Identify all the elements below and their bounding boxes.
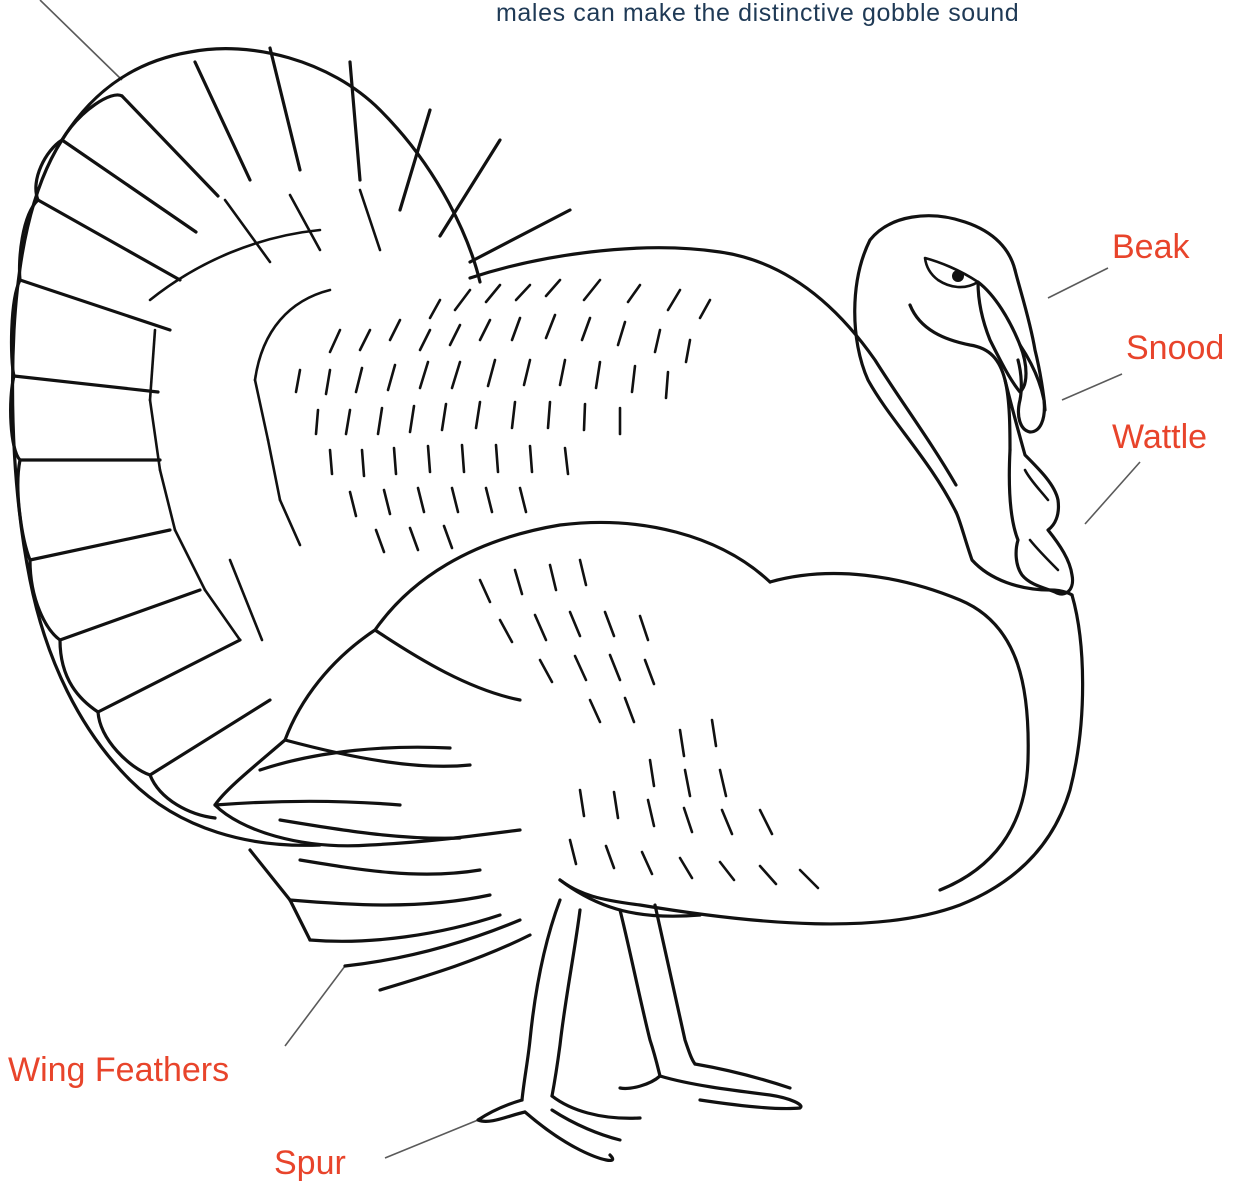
tail-inner-feathers — [150, 190, 380, 640]
label-snood: Snood — [1126, 331, 1224, 365]
leg-right — [620, 910, 660, 1076]
eye — [925, 258, 978, 287]
tail-outer-edge — [13, 49, 480, 846]
label-beak: Beak — [1112, 230, 1190, 264]
leader-line-wattle — [1085, 462, 1140, 524]
leg-right-back — [655, 905, 695, 1064]
eye-pupil — [952, 270, 964, 282]
wing-coverts-edge — [215, 630, 520, 805]
wing-flight-feathers — [250, 747, 530, 990]
label-wattle: Wattle — [1112, 420, 1207, 454]
snood-outline — [1018, 345, 1044, 432]
tail-feather-rays — [14, 48, 570, 775]
foot-right — [620, 1064, 801, 1109]
leader-line-wing-feathers — [285, 966, 345, 1046]
leader-line-tail — [40, 0, 122, 80]
leader-line-snood — [1062, 374, 1122, 400]
throat-line — [910, 305, 1010, 450]
wing-outline — [215, 522, 770, 845]
caption-text: males can make the distinctive gobble so… — [496, 0, 1019, 28]
leader-line-spur — [385, 1120, 478, 1158]
label-wing-feathers: Wing Feathers — [8, 1053, 229, 1087]
body-feather-marks — [296, 280, 818, 888]
beak-outline — [978, 282, 1026, 392]
wattle — [1005, 380, 1073, 594]
snood — [1018, 345, 1044, 432]
legs — [522, 900, 695, 1100]
wing — [215, 522, 770, 990]
beak — [978, 282, 1026, 392]
body — [470, 248, 1083, 924]
label-spur: Spur — [274, 1146, 346, 1180]
leader-line-beak — [1048, 268, 1108, 298]
leader-lines — [40, 0, 1140, 1158]
breast-outline — [560, 595, 1083, 924]
belly-contour — [770, 574, 1028, 890]
leg-left-back — [552, 910, 580, 1096]
leg-left — [522, 900, 560, 1100]
eye-outline — [925, 258, 978, 287]
back-outline — [470, 248, 956, 485]
foot-left — [478, 1096, 640, 1160]
feet — [478, 1064, 801, 1160]
